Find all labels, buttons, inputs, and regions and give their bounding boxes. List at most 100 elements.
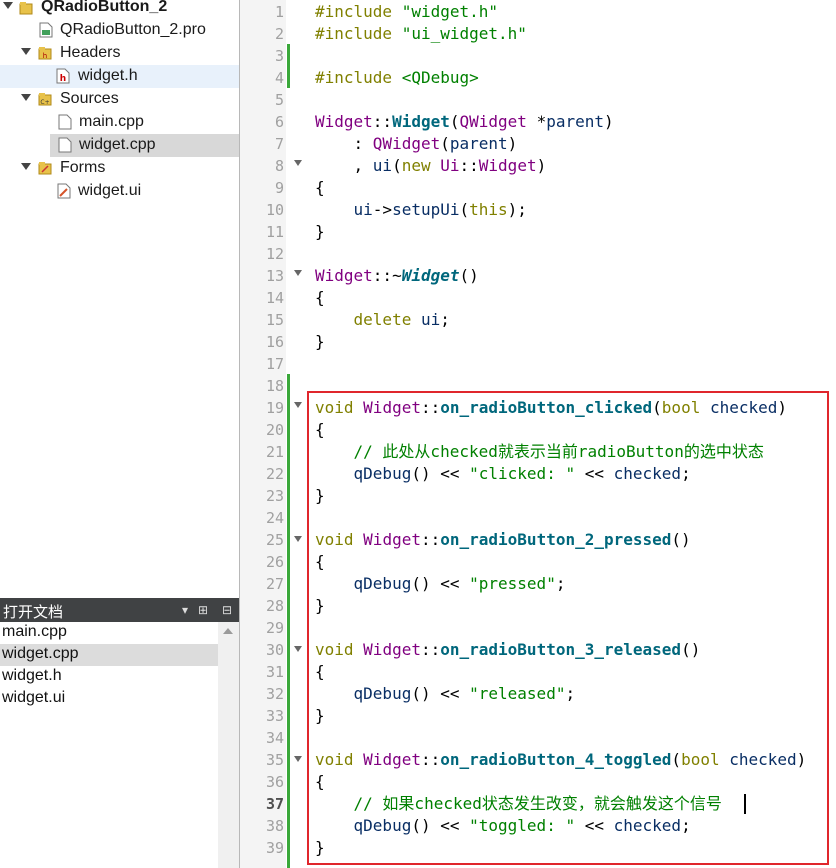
- split-icon[interactable]: ⊞: [197, 603, 209, 617]
- line-number: 27: [265, 575, 284, 593]
- line-number: 6: [274, 113, 284, 131]
- line-number: 19: [265, 399, 284, 417]
- scroll-up-icon[interactable]: [223, 628, 233, 634]
- open-document-item[interactable]: widget.h: [2, 667, 62, 684]
- expand-arrow-icon[interactable]: [3, 2, 13, 9]
- tree-item-headers[interactable]: h Headers: [0, 42, 239, 65]
- code-line[interactable]: {: [315, 552, 325, 571]
- code-line[interactable]: qDebug() << "clicked: " << checked;: [353, 464, 691, 483]
- line-number: 26: [265, 553, 284, 571]
- expand-arrow-icon[interactable]: [21, 94, 31, 101]
- code-line[interactable]: {: [315, 772, 325, 791]
- line-number: 4: [274, 69, 284, 87]
- tree-item-forms[interactable]: Forms: [0, 157, 239, 180]
- expand-arrow-icon[interactable]: [21, 163, 31, 170]
- fold-marker-icon[interactable]: [294, 402, 302, 408]
- svg-text:h: h: [43, 52, 47, 60]
- code-line[interactable]: {: [315, 420, 325, 439]
- code-line[interactable]: }: [315, 222, 325, 241]
- expand-arrow-icon[interactable]: [21, 48, 31, 55]
- svg-text:C+: C+: [40, 99, 49, 106]
- open-documents-title: 打开文档: [3, 604, 64, 621]
- code-line[interactable]: }: [315, 706, 325, 725]
- open-documents-list: main.cpp widget.cpp widget.h widget.ui: [0, 622, 239, 868]
- tree-item-main-cpp[interactable]: main.cpp: [0, 111, 239, 134]
- tree-item-label: widget.cpp: [79, 136, 156, 153]
- tree-item-widget-ui[interactable]: widget.ui: [0, 180, 239, 203]
- tree-item-label: Headers: [60, 44, 121, 61]
- line-number: 31: [265, 663, 284, 681]
- open-document-item[interactable]: widget.cpp: [0, 644, 218, 666]
- line-number: 7: [274, 135, 284, 153]
- change-marker: [287, 374, 290, 868]
- code-line[interactable]: void Widget::on_radioButton_clicked(bool…: [315, 398, 788, 417]
- code-line[interactable]: }: [315, 838, 325, 857]
- code-line[interactable]: #include "widget.h": [315, 2, 499, 21]
- dropdown-icon[interactable]: ▾: [181, 603, 189, 617]
- headers-folder-icon: h: [38, 47, 52, 60]
- fold-marker-icon[interactable]: [294, 536, 302, 542]
- code-line[interactable]: // 如果checked状态发生改变，就会触发这个信号: [353, 794, 722, 813]
- open-documents-header: 打开文档 ▾ ⊞ ⊟: [0, 598, 239, 622]
- code-line[interactable]: {: [315, 288, 325, 307]
- code-line[interactable]: }: [315, 332, 325, 351]
- tree-item-label: widget.ui: [78, 182, 142, 199]
- code-line[interactable]: qDebug() << "released";: [353, 684, 576, 703]
- code-line[interactable]: Widget::~Widget(): [315, 266, 479, 285]
- line-number: 23: [265, 487, 284, 505]
- line-number: 18: [265, 377, 284, 395]
- line-number: 22: [265, 465, 284, 483]
- fold-marker-icon[interactable]: [294, 756, 302, 762]
- tree-item-sources[interactable]: C+ Sources: [0, 88, 239, 111]
- code-line[interactable]: void Widget::on_radioButton_3_released(): [315, 640, 701, 659]
- line-number: 3: [274, 47, 284, 65]
- code-line[interactable]: qDebug() << "pressed";: [353, 574, 566, 593]
- code-line[interactable]: // 此处从checked就表示当前radioButton的选中状态: [353, 442, 764, 461]
- line-number: 29: [265, 619, 284, 637]
- line-number: 35: [265, 751, 284, 769]
- tree-item-project[interactable]: QRadioButton_2: [0, 0, 239, 19]
- code-line[interactable]: {: [315, 662, 325, 681]
- line-number: 8: [274, 157, 284, 175]
- code-line[interactable]: : QWidget(parent): [315, 134, 518, 153]
- open-documents-scrollbar[interactable]: [218, 622, 239, 868]
- code-line[interactable]: #include <QDebug>: [315, 68, 479, 87]
- line-number: 24: [265, 509, 284, 527]
- code-line[interactable]: void Widget::on_radioButton_2_pressed(): [315, 530, 691, 549]
- cpp-file-icon: [58, 137, 72, 153]
- close-panel-icon[interactable]: ⊟: [221, 603, 233, 617]
- cpp-file-icon: [58, 114, 72, 130]
- line-number: 2: [274, 25, 284, 43]
- fold-marker-icon[interactable]: [294, 270, 302, 276]
- line-number: 33: [265, 707, 284, 725]
- tree-item-widget-cpp[interactable]: widget.cpp: [50, 134, 239, 157]
- code-line[interactable]: qDebug() << "toggled: " << checked;: [353, 816, 691, 835]
- code-line[interactable]: ui->setupUi(this);: [353, 200, 527, 219]
- tree-item-pro-file[interactable]: QRadioButton_2.pro: [0, 19, 239, 42]
- sources-folder-icon: C+: [38, 93, 52, 106]
- open-document-item[interactable]: main.cpp: [2, 623, 67, 640]
- code-line[interactable]: }: [315, 486, 325, 505]
- open-document-item[interactable]: widget.ui: [2, 689, 66, 706]
- line-number: 12: [265, 245, 284, 263]
- fold-marker-icon[interactable]: [294, 160, 302, 166]
- text-cursor: [744, 794, 746, 814]
- svg-text:h: h: [60, 74, 66, 84]
- line-number: 30: [265, 641, 284, 659]
- highlight-box: [307, 391, 829, 865]
- panel-splitter[interactable]: [239, 0, 240, 868]
- tree-item-widget-h[interactable]: h widget.h: [0, 65, 239, 88]
- line-number: 15: [265, 311, 284, 329]
- code-line[interactable]: }: [315, 596, 325, 615]
- pro-file-icon: [39, 22, 53, 38]
- line-number: 20: [265, 421, 284, 439]
- code-line[interactable]: , ui(new Ui::Widget): [315, 156, 547, 175]
- tree-item-label: Sources: [60, 90, 119, 107]
- fold-marker-icon[interactable]: [294, 646, 302, 652]
- code-line[interactable]: Widget::Widget(QWidget *parent): [315, 112, 614, 131]
- code-line[interactable]: {: [315, 178, 325, 197]
- ui-file-icon: [57, 183, 71, 199]
- code-line[interactable]: void Widget::on_radioButton_4_toggled(bo…: [315, 750, 807, 769]
- code-line[interactable]: delete ui;: [353, 310, 450, 329]
- code-line[interactable]: #include "ui_widget.h": [315, 24, 527, 43]
